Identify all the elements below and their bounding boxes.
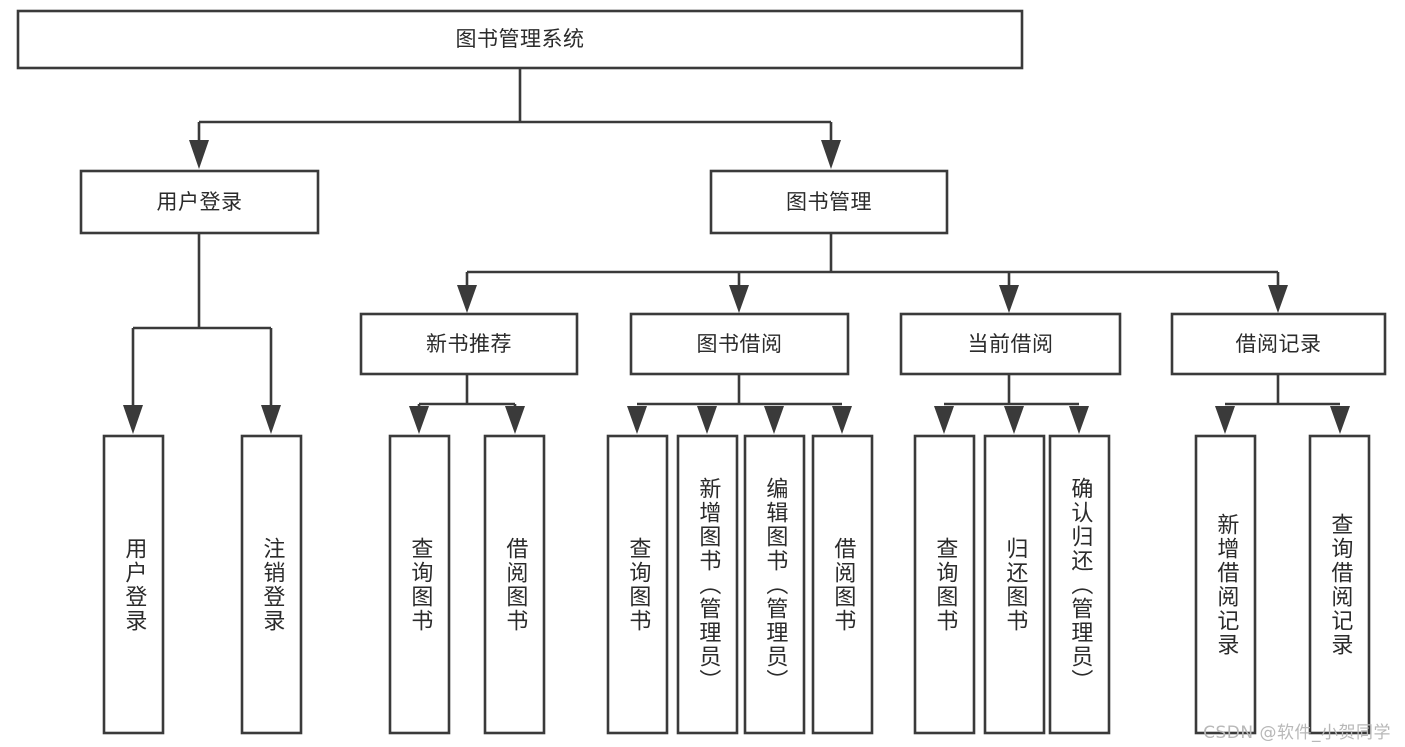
arrow-head-leaf-br-2 bbox=[1330, 406, 1350, 434]
node-box-leaf-br-2[interactable] bbox=[1308, 434, 1371, 735]
node-box-user-login[interactable] bbox=[79, 169, 320, 235]
node-box-current-borrow[interactable] bbox=[899, 312, 1122, 376]
arrow-head-leaf-br-1 bbox=[1215, 406, 1235, 434]
connector-group-user-login bbox=[123, 233, 281, 434]
arrow-head-leaf-bb-3 bbox=[764, 406, 784, 434]
arrow-head-leaf-cb-1 bbox=[934, 406, 954, 434]
arrow-head-book-mgmt bbox=[821, 140, 841, 169]
connector-group-book-borrow bbox=[627, 374, 852, 434]
connector-group-new-book-recommend bbox=[409, 374, 525, 434]
arrow-head-new-book-recommend bbox=[457, 285, 477, 313]
node-box-leaf-bb-3[interactable] bbox=[743, 434, 806, 735]
connector-group-book-mgmt bbox=[457, 233, 1288, 313]
node-box-new-book-recommend[interactable] bbox=[359, 312, 579, 376]
arrow-head-user-login bbox=[189, 140, 209, 169]
arrow-head-leaf-nbr-1 bbox=[409, 406, 429, 434]
arrow-head-leaf-user-login-2 bbox=[261, 405, 281, 434]
node-box-leaf-bb-1[interactable] bbox=[606, 434, 669, 735]
node-box-leaf-br-1[interactable] bbox=[1194, 434, 1257, 735]
arrow-head-current-borrow bbox=[999, 285, 1019, 313]
connector-group-borrow-record bbox=[1215, 374, 1350, 434]
arrow-head-book-borrow bbox=[729, 285, 749, 313]
arrow-head-leaf-cb-3 bbox=[1069, 406, 1089, 434]
arrow-head-borrow-record bbox=[1268, 285, 1288, 313]
node-box-book-borrow[interactable] bbox=[629, 312, 850, 376]
node-box-leaf-user-login-1[interactable] bbox=[102, 434, 165, 735]
node-box-leaf-bb-2[interactable] bbox=[676, 434, 739, 735]
node-box-root[interactable] bbox=[16, 9, 1024, 70]
arrow-head-leaf-bb-1 bbox=[627, 406, 647, 434]
node-box-borrow-record[interactable] bbox=[1170, 312, 1387, 376]
node-box-leaf-nbr-2[interactable] bbox=[483, 434, 546, 735]
node-box-leaf-nbr-1[interactable] bbox=[388, 434, 451, 735]
node-box-book-management[interactable] bbox=[709, 169, 949, 235]
arrow-head-leaf-cb-2 bbox=[1004, 406, 1024, 434]
arrow-head-leaf-bb-4 bbox=[832, 406, 852, 434]
arrow-head-leaf-bb-2 bbox=[697, 406, 717, 434]
connector-group-root bbox=[189, 68, 841, 169]
node-box-leaf-cb-2[interactable] bbox=[983, 434, 1046, 735]
node-box-leaf-cb-1[interactable] bbox=[913, 434, 976, 735]
arrow-head-leaf-nbr-2 bbox=[505, 406, 525, 434]
node-box-leaf-cb-3[interactable] bbox=[1048, 434, 1111, 735]
connector-group-current-borrow bbox=[934, 374, 1089, 434]
node-box-leaf-bb-4[interactable] bbox=[811, 434, 874, 735]
arrow-head-leaf-user-login-1 bbox=[123, 405, 143, 434]
node-box-leaf-user-login-2[interactable] bbox=[240, 434, 303, 735]
